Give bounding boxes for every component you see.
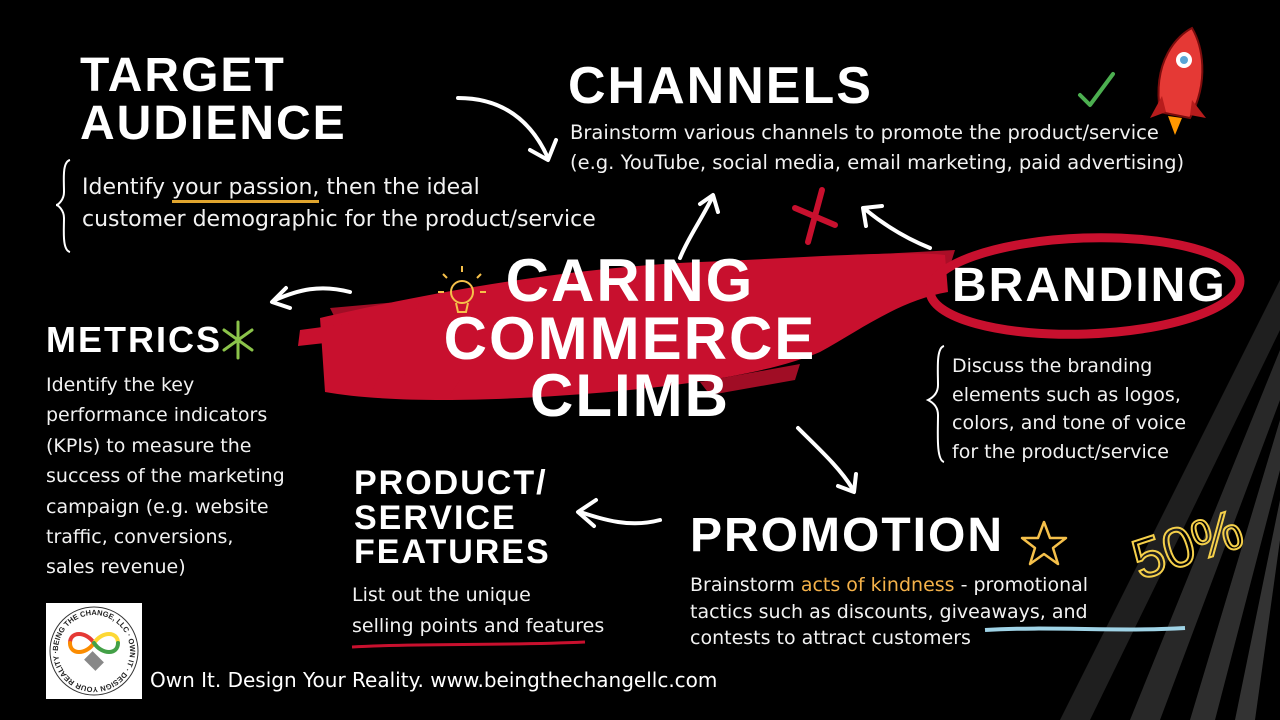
- arrow-up-to-channels: [678, 193, 720, 260]
- branding-ellipse: [925, 233, 1245, 339]
- center-title-line: COMMERCE: [443, 304, 817, 372]
- footer-tagline: Own It. Design Your Reality. www.beingth…: [150, 668, 718, 692]
- lightbulb-icon: [438, 266, 486, 313]
- red-x-mark: [792, 187, 838, 245]
- asterisk-icon: [222, 320, 254, 360]
- promotion-line: Brainstorm acts of kindness - promotiona…: [690, 572, 1088, 599]
- check-mark-icon: [1078, 72, 1115, 107]
- arrow-promotion-to-product: [576, 498, 662, 528]
- infinity-segment: [68, 632, 96, 645]
- metrics-line: (KPIs) to measure the: [46, 434, 252, 457]
- channels-line: (e.g. YouTube, social media, email marke…: [570, 151, 1185, 175]
- metrics-line: Identify the key: [46, 374, 195, 396]
- highlight-acts-of-kindness: acts of kindness: [800, 574, 955, 596]
- rocket-icon: [1150, 26, 1206, 135]
- product-line: selling points and features: [352, 615, 605, 638]
- channels-line: Brainstorm various channels to promote t…: [570, 121, 1159, 144]
- channels-text: Brainstorm various channels to promote t…: [570, 118, 1184, 178]
- product-line: List out the unique: [352, 584, 531, 606]
- percent-doodle: 50%: [1124, 497, 1250, 592]
- infinity-segment: [92, 632, 120, 645]
- target-audience-heading-line: TARGET: [80, 49, 286, 102]
- metrics-line: traffic, conversions,: [46, 525, 234, 548]
- arrow-branding-to-x: [861, 204, 932, 250]
- red-brush-stroke: [298, 250, 955, 400]
- branding-heading: BRANDING: [952, 259, 1227, 312]
- arrow-to-metrics: [270, 286, 352, 310]
- highlight-your-passion: your passion,: [172, 175, 320, 203]
- metrics-line: performance indicators: [46, 404, 268, 427]
- text-segment: Brainstorm: [690, 574, 801, 596]
- product-heading-line: FEATURES: [354, 533, 551, 572]
- branding-line: Discuss the branding: [952, 355, 1153, 377]
- arrow-to-promotion: [796, 426, 858, 494]
- product-heading-line: PRODUCT/: [354, 464, 548, 502]
- infinity-segment: [92, 641, 120, 654]
- target-audience-heading-line: AUDIENCE: [80, 97, 347, 150]
- target-audience-text: Identify your passion, then the ideal cu…: [82, 172, 596, 236]
- metrics-line: sales revenue): [46, 556, 186, 579]
- product-heading: PRODUCT/ SERVICE FEATURES: [354, 466, 551, 570]
- logo-mark: BEING THE CHANGE, LLC · OWN IT · DESIGN …: [49, 606, 139, 696]
- star-icon: [1020, 520, 1068, 566]
- product-heading-line: SERVICE: [354, 498, 517, 537]
- company-logo: BEING THE CHANGE, LLC · OWN IT · DESIGN …: [46, 603, 142, 699]
- channels-heading: CHANNELS: [568, 57, 873, 115]
- target-audience-line: Identify your passion, then the ideal: [82, 172, 596, 204]
- brace-target-audience: [55, 159, 71, 253]
- promotion-line: tactics such as discounts, giveaways, an…: [690, 600, 1088, 623]
- red-underline-features: [351, 640, 586, 649]
- branding-line: elements such as logos,: [952, 383, 1181, 406]
- text-segment: - promotional: [954, 574, 1089, 596]
- promotion-heading: PROMOTION: [690, 509, 1004, 562]
- center-title: CARING COMMERCE CLIMB: [405, 247, 855, 430]
- promotion-line: contests to attract customers: [690, 627, 971, 650]
- target-audience-heading: TARGET AUDIENCE: [80, 52, 347, 148]
- light-streaks: [1060, 280, 1280, 720]
- metrics-line: campaign (e.g. website: [46, 495, 269, 518]
- metrics-text: Identify the key performance indicators …: [46, 370, 285, 583]
- target-audience-line: customer demographic for the product/ser…: [82, 206, 596, 232]
- text-segment: then the ideal: [319, 175, 480, 200]
- product-text: List out the unique selling points and f…: [352, 580, 604, 643]
- branding-text: Discuss the branding elements such as lo…: [952, 352, 1186, 466]
- branding-line: for the product/service: [952, 440, 1169, 463]
- promotion-text: Brainstorm acts of kindness - promotiona…: [690, 572, 1088, 652]
- brace-branding: [925, 345, 945, 463]
- metrics-heading: METRICS: [46, 319, 222, 360]
- center-title-line: CLIMB: [530, 362, 730, 430]
- text-segment: Identify: [82, 175, 173, 200]
- arrows: [270, 96, 932, 528]
- branding-line: colors, and tone of voice: [952, 412, 1187, 434]
- blue-underline-promotion: [984, 626, 1186, 632]
- infinity-icon: [68, 632, 120, 654]
- metrics-line: success of the marketing: [46, 465, 285, 488]
- arrow-to-channels: [456, 96, 558, 162]
- center-title-line: CARING: [505, 247, 755, 314]
- infinity-segment: [68, 641, 96, 654]
